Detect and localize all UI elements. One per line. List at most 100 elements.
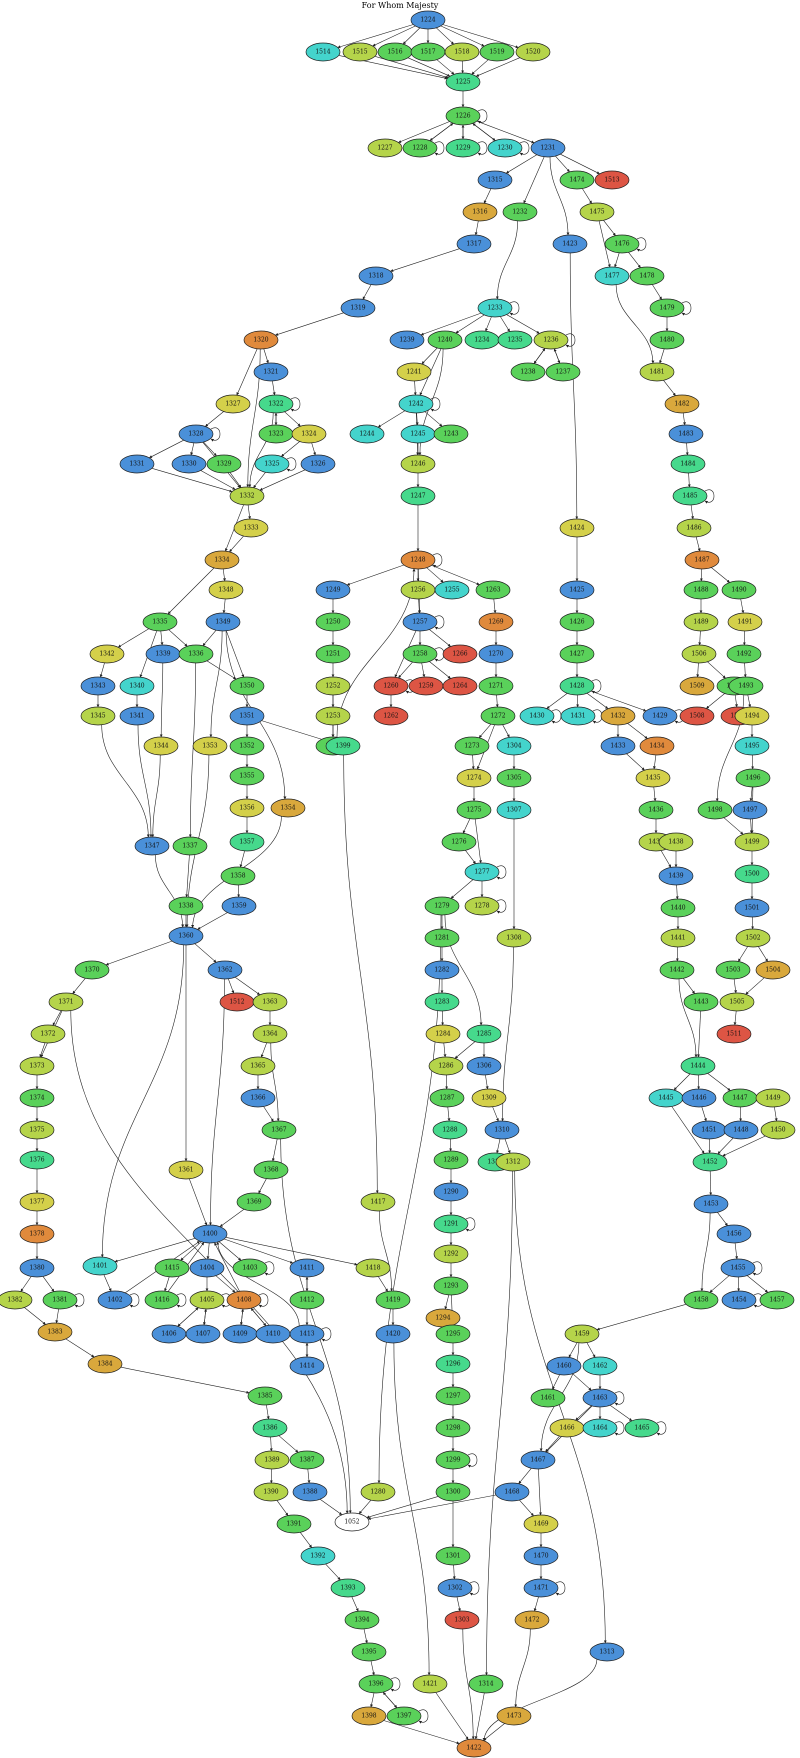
node-1253[interactable]: 1253 — [315, 706, 351, 726]
node-1410[interactable]: 1410 — [255, 1324, 291, 1344]
node-1440[interactable]: 1440 — [660, 898, 696, 918]
node-1330[interactable]: 1330 — [171, 454, 207, 474]
node-1387[interactable]: 1387 — [289, 1450, 325, 1470]
node-1317[interactable]: 1317 — [456, 234, 492, 254]
node-1232[interactable]: 1232 — [502, 202, 538, 222]
node-1308[interactable]: 1308 — [496, 928, 532, 948]
node-1331[interactable]: 1331 — [119, 454, 155, 474]
node-1227[interactable]: 1227 — [367, 138, 403, 158]
node-1361[interactable]: 1361 — [168, 1160, 204, 1180]
node-1400[interactable]: 1400 — [192, 1224, 228, 1244]
node-1312[interactable]: 1312 — [495, 1152, 531, 1172]
node-1467[interactable]: 1467 — [520, 1450, 556, 1470]
node-1378[interactable]: 1378 — [19, 1224, 55, 1244]
node-1286[interactable]: 1286 — [428, 1056, 464, 1076]
node-1300[interactable]: 1300 — [435, 1482, 471, 1502]
node-1516[interactable]: 1516 — [377, 42, 413, 62]
node-1430[interactable]: 1430 — [519, 706, 555, 726]
node-1269[interactable]: 1269 — [478, 612, 514, 632]
node-1282[interactable]: 1282 — [424, 960, 460, 980]
node-1355[interactable]: 1355 — [229, 766, 265, 786]
node-1412[interactable]: 1412 — [289, 1290, 325, 1310]
node-1348[interactable]: 1348 — [208, 580, 244, 600]
node-1251[interactable]: 1251 — [315, 644, 351, 664]
node-1408[interactable]: 1408 — [226, 1290, 262, 1310]
node-1454[interactable]: 1454 — [721, 1290, 757, 1310]
node-1416[interactable]: 1416 — [144, 1290, 180, 1310]
node-1447[interactable]: 1447 — [722, 1088, 758, 1108]
node-1275[interactable]: 1275 — [456, 800, 492, 820]
node-1352[interactable]: 1352 — [229, 736, 265, 756]
node-1489[interactable]: 1489 — [683, 612, 719, 632]
node-1448[interactable]: 1448 — [723, 1120, 759, 1140]
node-1303[interactable]: 1303 — [444, 1610, 480, 1630]
node-1513[interactable]: 1513 — [594, 170, 630, 190]
node-1296[interactable]: 1296 — [435, 1354, 471, 1374]
node-1293[interactable]: 1293 — [433, 1276, 469, 1296]
node-1287[interactable]: 1287 — [429, 1088, 465, 1108]
node-1279[interactable]: 1279 — [424, 896, 460, 916]
node-1240[interactable]: 1240 — [427, 330, 463, 350]
node-1515[interactable]: 1515 — [342, 42, 378, 62]
node-1457[interactable]: 1457 — [759, 1290, 795, 1310]
node-1230[interactable]: 1230 — [487, 138, 523, 158]
node-1395[interactable]: 1395 — [351, 1642, 387, 1662]
node-1449[interactable]: 1449 — [755, 1088, 791, 1108]
node-1479[interactable]: 1479 — [649, 298, 685, 318]
node-1505[interactable]: 1505 — [719, 992, 755, 1012]
node-1323[interactable]: 1323 — [258, 424, 294, 444]
node-1320[interactable]: 1320 — [243, 330, 279, 350]
node-1392[interactable]: 1392 — [300, 1546, 336, 1566]
node-1239[interactable]: 1239 — [389, 330, 425, 350]
node-1393[interactable]: 1393 — [330, 1578, 366, 1598]
node-1342[interactable]: 1342 — [89, 644, 125, 664]
node-1335[interactable]: 1335 — [142, 612, 178, 632]
node-1511[interactable]: 1511 — [716, 1024, 752, 1044]
node-1475[interactable]: 1475 — [579, 202, 615, 222]
node-1234[interactable]: 1234 — [464, 330, 500, 350]
node-1321[interactable]: 1321 — [253, 362, 289, 382]
node-1332[interactable]: 1332 — [229, 486, 265, 506]
node-1237[interactable]: 1237 — [545, 362, 581, 382]
node-1228[interactable]: 1228 — [402, 138, 438, 158]
node-1473[interactable]: 1473 — [496, 1706, 532, 1726]
node-1356[interactable]: 1356 — [229, 798, 265, 818]
node-1358[interactable]: 1358 — [220, 866, 256, 886]
node-1245[interactable]: 1245 — [400, 424, 436, 444]
node-1360[interactable]: 1360 — [168, 926, 204, 946]
node-1477[interactable]: 1477 — [594, 266, 630, 286]
node-1481[interactable]: 1481 — [639, 362, 675, 382]
node-1260[interactable]: 1260 — [373, 676, 409, 696]
node-1444[interactable]: 1444 — [680, 1056, 716, 1076]
node-1347[interactable]: 1347 — [134, 836, 170, 856]
node-1344[interactable]: 1344 — [143, 736, 179, 756]
node-1438[interactable]: 1438 — [658, 832, 694, 852]
node-1417[interactable]: 1417 — [360, 1192, 396, 1212]
node-1485[interactable]: 1485 — [672, 486, 708, 506]
node-1520[interactable]: 1520 — [515, 42, 551, 62]
node-1506[interactable]: 1506 — [681, 644, 717, 664]
node-1301[interactable]: 1301 — [435, 1546, 471, 1566]
node-1469[interactable]: 1469 — [523, 1514, 559, 1534]
node-1377[interactable]: 1377 — [19, 1192, 55, 1212]
node-1498[interactable]: 1498 — [697, 800, 733, 820]
node-1453[interactable]: 1453 — [693, 1194, 729, 1214]
node-1366[interactable]: 1366 — [240, 1088, 276, 1108]
node-1359[interactable]: 1359 — [221, 896, 257, 916]
node-1289[interactable]: 1289 — [433, 1150, 469, 1170]
node-1336[interactable]: 1336 — [178, 644, 214, 664]
node-1271[interactable]: 1271 — [478, 676, 514, 696]
node-1492[interactable]: 1492 — [726, 644, 762, 664]
node-1484[interactable]: 1484 — [670, 454, 706, 474]
node-1369[interactable]: 1369 — [236, 1192, 272, 1212]
node-1339[interactable]: 1339 — [145, 644, 181, 664]
node-1396[interactable]: 1396 — [358, 1674, 394, 1694]
node-1310[interactable]: 1310 — [484, 1120, 520, 1140]
node-1299[interactable]: 1299 — [435, 1450, 471, 1470]
node-1441[interactable]: 1441 — [660, 928, 696, 948]
node-1302[interactable]: 1302 — [437, 1578, 473, 1598]
node-1388[interactable]: 1388 — [292, 1482, 328, 1502]
node-1455[interactable]: 1455 — [720, 1258, 756, 1278]
node-1411[interactable]: 1411 — [289, 1258, 325, 1278]
node-1478[interactable]: 1478 — [629, 266, 665, 286]
